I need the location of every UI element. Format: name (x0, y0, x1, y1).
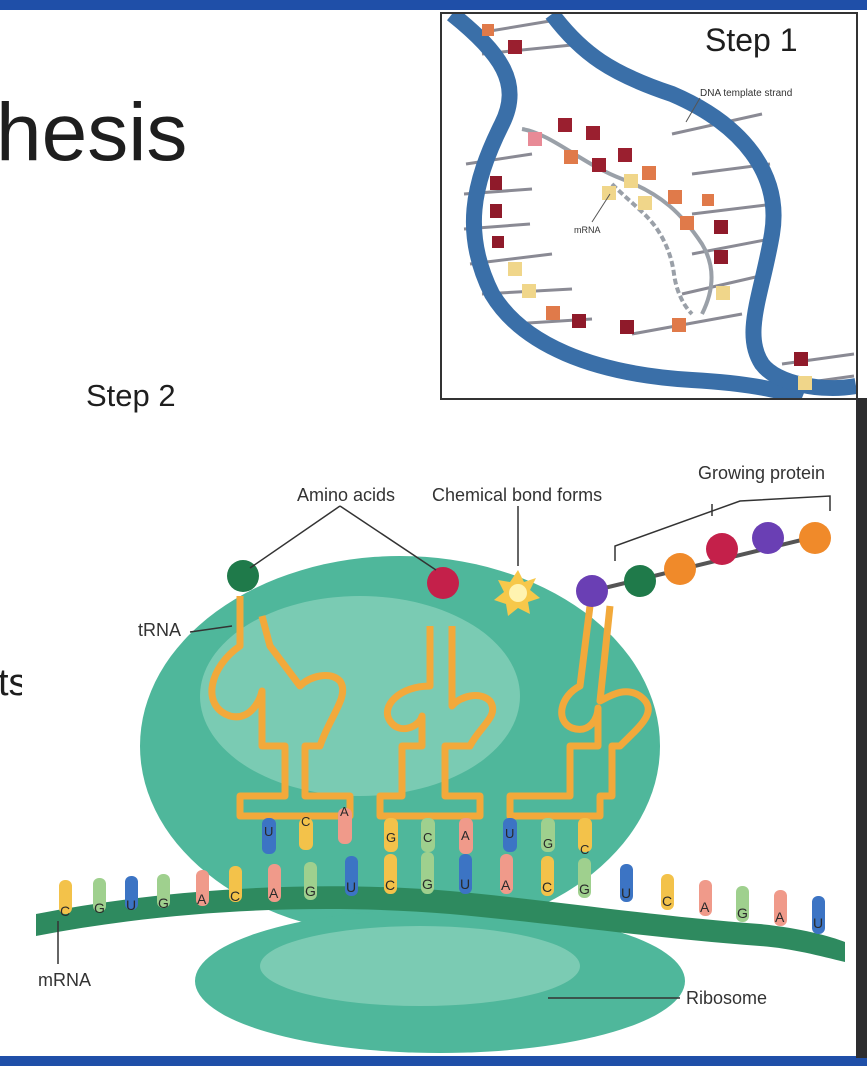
slide-right-edge (856, 398, 867, 1058)
mrna-base-12: U (460, 876, 470, 892)
mrna-base-3: U (126, 897, 136, 913)
mrna-base-2: G (94, 900, 105, 916)
step-1-figure: DNA template strand mRNA (440, 12, 858, 400)
trna-1 (208, 596, 354, 820)
amino-acid-red (427, 567, 459, 599)
trna-label: tRNA (138, 620, 181, 640)
chemical-bond-label: Chemical bond forms (432, 485, 602, 505)
protein-bead-6 (799, 522, 831, 554)
step-2-label: Step 2 (86, 378, 176, 413)
trna-2 (376, 626, 496, 820)
dna-template-label: DNA template strand (700, 88, 792, 99)
mrna-base-7: A (269, 885, 279, 901)
mrna-base-20: A (775, 909, 785, 925)
ribosome-label: Ribosome (686, 988, 767, 1008)
mrna-strand (610, 182, 694, 316)
slide-title: hesis (0, 87, 188, 178)
trna-anticodons (262, 808, 592, 854)
mrna-base-17: C (662, 893, 672, 909)
mrna-base-9: U (346, 879, 356, 895)
mrna-base-19: G (737, 905, 748, 921)
anticodon-3-base-2: G (543, 836, 553, 851)
step-1-label: Step 1 (705, 22, 798, 58)
mrna-base-13: A (501, 877, 511, 893)
mrna-base-letters: C G U G A C A G U C G U A C G U C A G A … (60, 876, 823, 931)
mrna-label: mRNA (38, 970, 91, 990)
amino-acids-label: Amino acids (297, 485, 395, 505)
chemical-bond-burst (494, 570, 540, 616)
protein-bead-4 (706, 533, 738, 565)
dna-backbone-left (447, 14, 805, 398)
mrna-base-21: U (813, 915, 823, 931)
step1-mrna-label: mRNA (574, 225, 601, 235)
growing-protein-chain (576, 522, 831, 607)
protein-bead-1 (576, 575, 608, 607)
mrna-base-5: A (197, 891, 207, 907)
translation-illustration: C G U G A C A G U C G U A C G U C A G A … (22, 454, 856, 1054)
dna-template-strand (521, 127, 714, 315)
dna-nucleotides (482, 24, 812, 390)
slide-bottom-bar (0, 1056, 867, 1066)
mrna-base-10: C (385, 877, 395, 893)
protein-bead-3 (664, 553, 696, 585)
mrna-leader (591, 193, 611, 223)
anticodon-3-base-3: C (580, 842, 589, 857)
anticodon-letters: U C A G C A U G C (264, 804, 589, 857)
trna-3 (506, 605, 652, 820)
mrna-base-6: C (230, 888, 240, 904)
mrna-base-1: C (60, 903, 70, 919)
dna-template-leader (685, 97, 701, 123)
anticodon-1-base-3: A (340, 804, 349, 819)
dna-transcription-illustration: DNA template strand mRNA (447, 14, 856, 398)
mrna-base-16: U (621, 885, 631, 901)
anticodon-1-base-2: C (301, 814, 310, 829)
mrna-base-14: C (542, 879, 552, 895)
dna-backbone-right (545, 14, 856, 396)
mrna-base-4: G (158, 895, 169, 911)
protein-bead-5 (752, 522, 784, 554)
anticodon-1-base-1: U (264, 824, 273, 839)
anticodon-2-base-3: A (461, 828, 470, 843)
trna-molecules (208, 596, 652, 820)
anticodon-3-base-1: U (505, 826, 514, 841)
mrna-bases (59, 852, 825, 934)
mrna-base-15: G (579, 881, 590, 897)
mrna-base-18: A (700, 899, 710, 915)
growing-protein-label: Growing protein (698, 463, 825, 483)
anticodon-2-base-2: C (423, 830, 432, 845)
rna-nucleotides (528, 118, 694, 230)
callout-lines (57, 495, 831, 999)
mrna-strand (36, 886, 845, 962)
mrna-base-8: G (305, 883, 316, 899)
anticodon-2-base-1: G (386, 830, 396, 845)
slide-top-bar (0, 0, 867, 10)
mrna-base-11: G (422, 876, 433, 892)
protein-bead-2 (624, 565, 656, 597)
